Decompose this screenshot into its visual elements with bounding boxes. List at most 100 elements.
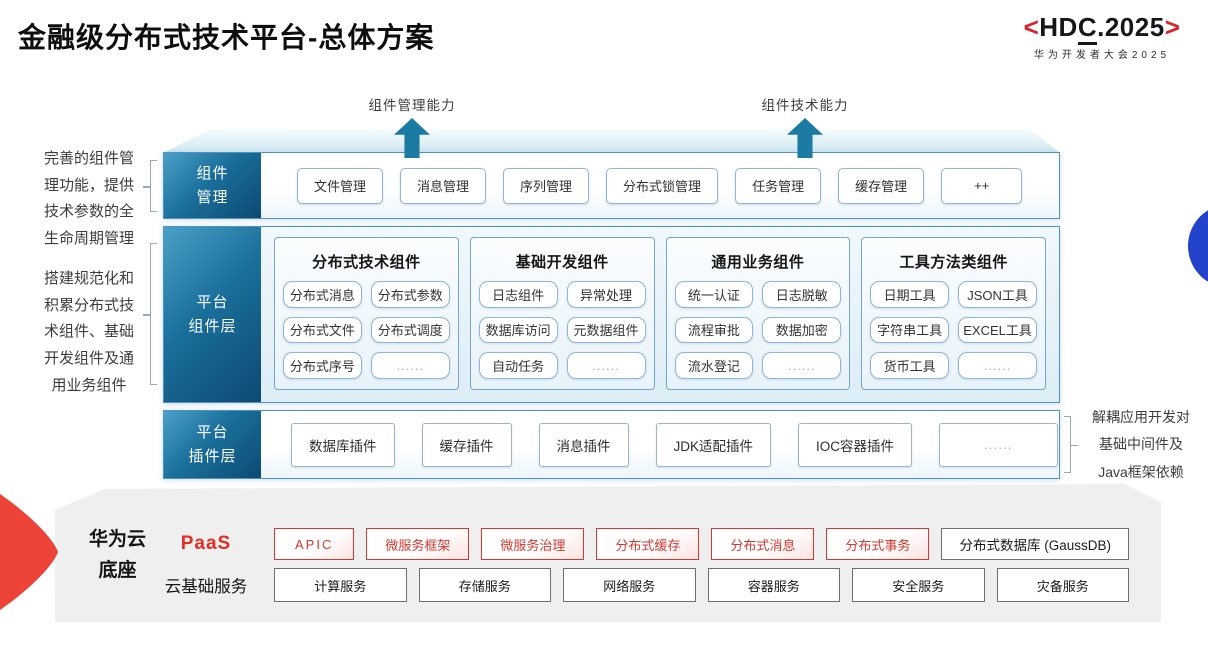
column-header: 分布式技术组件 [312, 254, 421, 271]
component-chip-more: ...... [958, 352, 1037, 379]
column-header: 工具方法类组件 [899, 254, 1008, 271]
component-chip: EXCEL工具 [958, 316, 1037, 344]
paas-chip: 微服务治理 [481, 528, 585, 560]
red-wedge-pointer-icon [0, 494, 58, 610]
row-platform-plugins: 平台 插件层 数据库插件 缓存插件 消息插件 JDK适配插件 IOC容器插件 .… [163, 410, 1060, 479]
mgmt-chip: 序列管理 [503, 167, 590, 204]
bracket-left-row2 [143, 243, 157, 385]
platform-columns: 分布式技术组件 分布式消息 分布式参数 分布式文件 分布式调度 分布式序号 ..… [261, 227, 1059, 402]
paas-chip: 分布式事务 [826, 528, 930, 560]
plugin-chip-more: ...... [939, 422, 1058, 467]
component-chip: 日志组件 [478, 281, 558, 308]
mgmt-chip-more: ++ [941, 167, 1023, 204]
component-chip: 数据库访问 [478, 316, 558, 344]
column-grid: 日志组件 异常处理 数据库访问 元数据组件 自动任务 ...... [478, 281, 646, 379]
component-chip: JSON工具 [958, 281, 1037, 308]
mgmt-chip: 任务管理 [735, 167, 822, 204]
paas-row: PaaS APIC 微服务框架 微服务治理 分布式缓存 分布式消息 分布式事务 … [150, 528, 1129, 560]
paas-label: PaaS [180, 533, 232, 554]
huawei-cloud-base: 华为云 底座 PaaS APIC 微服务框架 微服务治理 分布式缓存 分布式消息… [55, 484, 1161, 622]
cloud-service-box: 计算服务 [274, 568, 407, 602]
cloud-service-box: 安全服务 [852, 568, 985, 602]
capability-tech-label: 组件技术能力 [761, 98, 849, 113]
cloud-service-box: 存储服务 [418, 568, 551, 602]
component-chip: 字符串工具 [870, 316, 950, 344]
huawei-cloud-base-label: 华为云 底座 [88, 529, 146, 582]
component-chip: 元数据组件 [566, 316, 646, 344]
plugin-chip: 消息插件 [538, 422, 629, 467]
component-chip: 数据加密 [762, 316, 842, 344]
paas-chip: 微服务框架 [366, 528, 470, 560]
component-chip: 自动任务 [478, 352, 558, 379]
arrow-up-icon [394, 118, 430, 158]
capability-mgmt: 组件管理能力 [347, 94, 477, 158]
capability-mgmt-label: 组件管理能力 [368, 98, 456, 113]
column-distributed-tech: 分布式技术组件 分布式消息 分布式参数 分布式文件 分布式调度 分布式序号 ..… [274, 237, 459, 390]
component-chip-more: ...... [370, 352, 450, 379]
cloud-service-box: 灾备服务 [996, 568, 1129, 602]
row-platform-components: 平台 组件层 分布式技术组件 分布式消息 分布式参数 分布式文件 分布式调度 分… [163, 226, 1060, 403]
page-title: 金融级分布式技术平台-总体方案 [18, 22, 435, 53]
logo-bracket-left-icon: < [1023, 12, 1040, 42]
plugin-chip: 数据库插件 [291, 422, 395, 467]
logo-year: .2025 [1097, 12, 1165, 42]
row-platform-components-label: 平台 组件层 [164, 227, 261, 402]
component-chip: 货币工具 [870, 352, 950, 379]
logo-subtitle: 华为开发者大会2025 [1033, 50, 1171, 61]
column-header: 通用业务组件 [711, 254, 805, 271]
column-grid: 统一认证 日志脱敏 流程审批 数据加密 流水登记 ...... [674, 281, 842, 379]
mgmt-chip: 缓存管理 [838, 167, 925, 204]
component-chip-more: ...... [762, 352, 842, 379]
component-chip: 分布式文件 [283, 316, 362, 344]
note-plugin-decouple: 解耦应用开发对 基础中间件及 Java框架依赖 [1092, 409, 1190, 480]
column-grid: 分布式消息 分布式参数 分布式文件 分布式调度 分布式序号 ...... [283, 281, 450, 379]
component-chip-more: ...... [566, 352, 646, 379]
column-tool-methods: 工具方法类组件 日期工具 JSON工具 字符串工具 EXCEL工具 货币工具 .… [861, 237, 1046, 390]
component-chip: 日志脱敏 [762, 281, 842, 308]
paas-chip: APIC [274, 528, 355, 560]
blue-circle-decoration [1188, 204, 1208, 288]
component-chip: 分布式消息 [283, 281, 362, 308]
logo-c-underlined: C [1077, 12, 1098, 45]
capability-tech: 组件技术能力 [740, 94, 870, 158]
hdc-logo: <HDC.2025> 华为开发者大会2025 [1002, 12, 1202, 61]
mgmt-chip: 消息管理 [400, 167, 487, 204]
plugin-chip: 缓存插件 [421, 422, 512, 467]
cloud-services-row: 云基础服务 计算服务 存储服务 网络服务 容器服务 安全服务 灾备服务 [150, 568, 1129, 602]
mgmt-chip: 文件管理 [297, 167, 384, 204]
row-platform-plugins-label: 平台 插件层 [164, 411, 261, 478]
bracket-left-row1 [143, 160, 157, 212]
logo-bracket-right-icon: > [1164, 12, 1181, 42]
component-chip: 异常处理 [566, 281, 646, 308]
cloud-services-label: 云基础服务 [164, 578, 248, 596]
plugin-chip: JDK适配插件 [655, 422, 772, 467]
component-chip: 日期工具 [870, 281, 950, 308]
row-platform-plugins-items: 数据库插件 缓存插件 消息插件 JDK适配插件 IOC容器插件 ...... [261, 411, 1100, 478]
column-grid: 日期工具 JSON工具 字符串工具 EXCEL工具 货币工具 ...... [870, 281, 1037, 379]
cloud-service-box: 容器服务 [707, 568, 840, 602]
bracket-right-row3 [1064, 416, 1078, 473]
paas-chip: 分布式消息 [711, 528, 815, 560]
row-component-mgmt-items: 文件管理 消息管理 序列管理 分布式锁管理 任务管理 缓存管理 ++ [261, 153, 1084, 218]
note-component-mgmt: 完善的组件管 理功能，提供 技术参数的全 生命周期管理 [43, 150, 134, 248]
row-component-mgmt-label: 组件 管理 [164, 153, 261, 218]
cloud-service-box: 网络服务 [563, 568, 696, 602]
arrow-up-icon [787, 118, 823, 158]
component-chip: 分布式参数 [370, 281, 450, 308]
component-chip: 统一认证 [674, 281, 754, 308]
component-chip: 流水登记 [674, 352, 754, 379]
component-chip: 分布式调度 [370, 316, 450, 344]
note-platform-components: 搭建规范化和 积累分布式技 术组件、基础 开发组件及通 用业务组件 [43, 270, 134, 394]
paas-chip: 分布式缓存 [596, 528, 700, 560]
diagram-roof [163, 130, 1060, 153]
logo-hd: HD [1039, 12, 1078, 42]
plugin-chip: IOC容器插件 [798, 422, 913, 467]
component-chip: 流程审批 [674, 316, 754, 344]
column-header: 基础开发组件 [515, 254, 609, 271]
gaussdb-chip: 分布式数据库 (GaussDB) [941, 528, 1129, 560]
column-basic-dev: 基础开发组件 日志组件 异常处理 数据库访问 元数据组件 自动任务 ...... [469, 237, 655, 390]
column-common-business: 通用业务组件 统一认证 日志脱敏 流程审批 数据加密 流水登记 ...... [665, 237, 851, 390]
mgmt-chip: 分布式锁管理 [606, 167, 719, 204]
component-chip: 分布式序号 [283, 352, 362, 379]
